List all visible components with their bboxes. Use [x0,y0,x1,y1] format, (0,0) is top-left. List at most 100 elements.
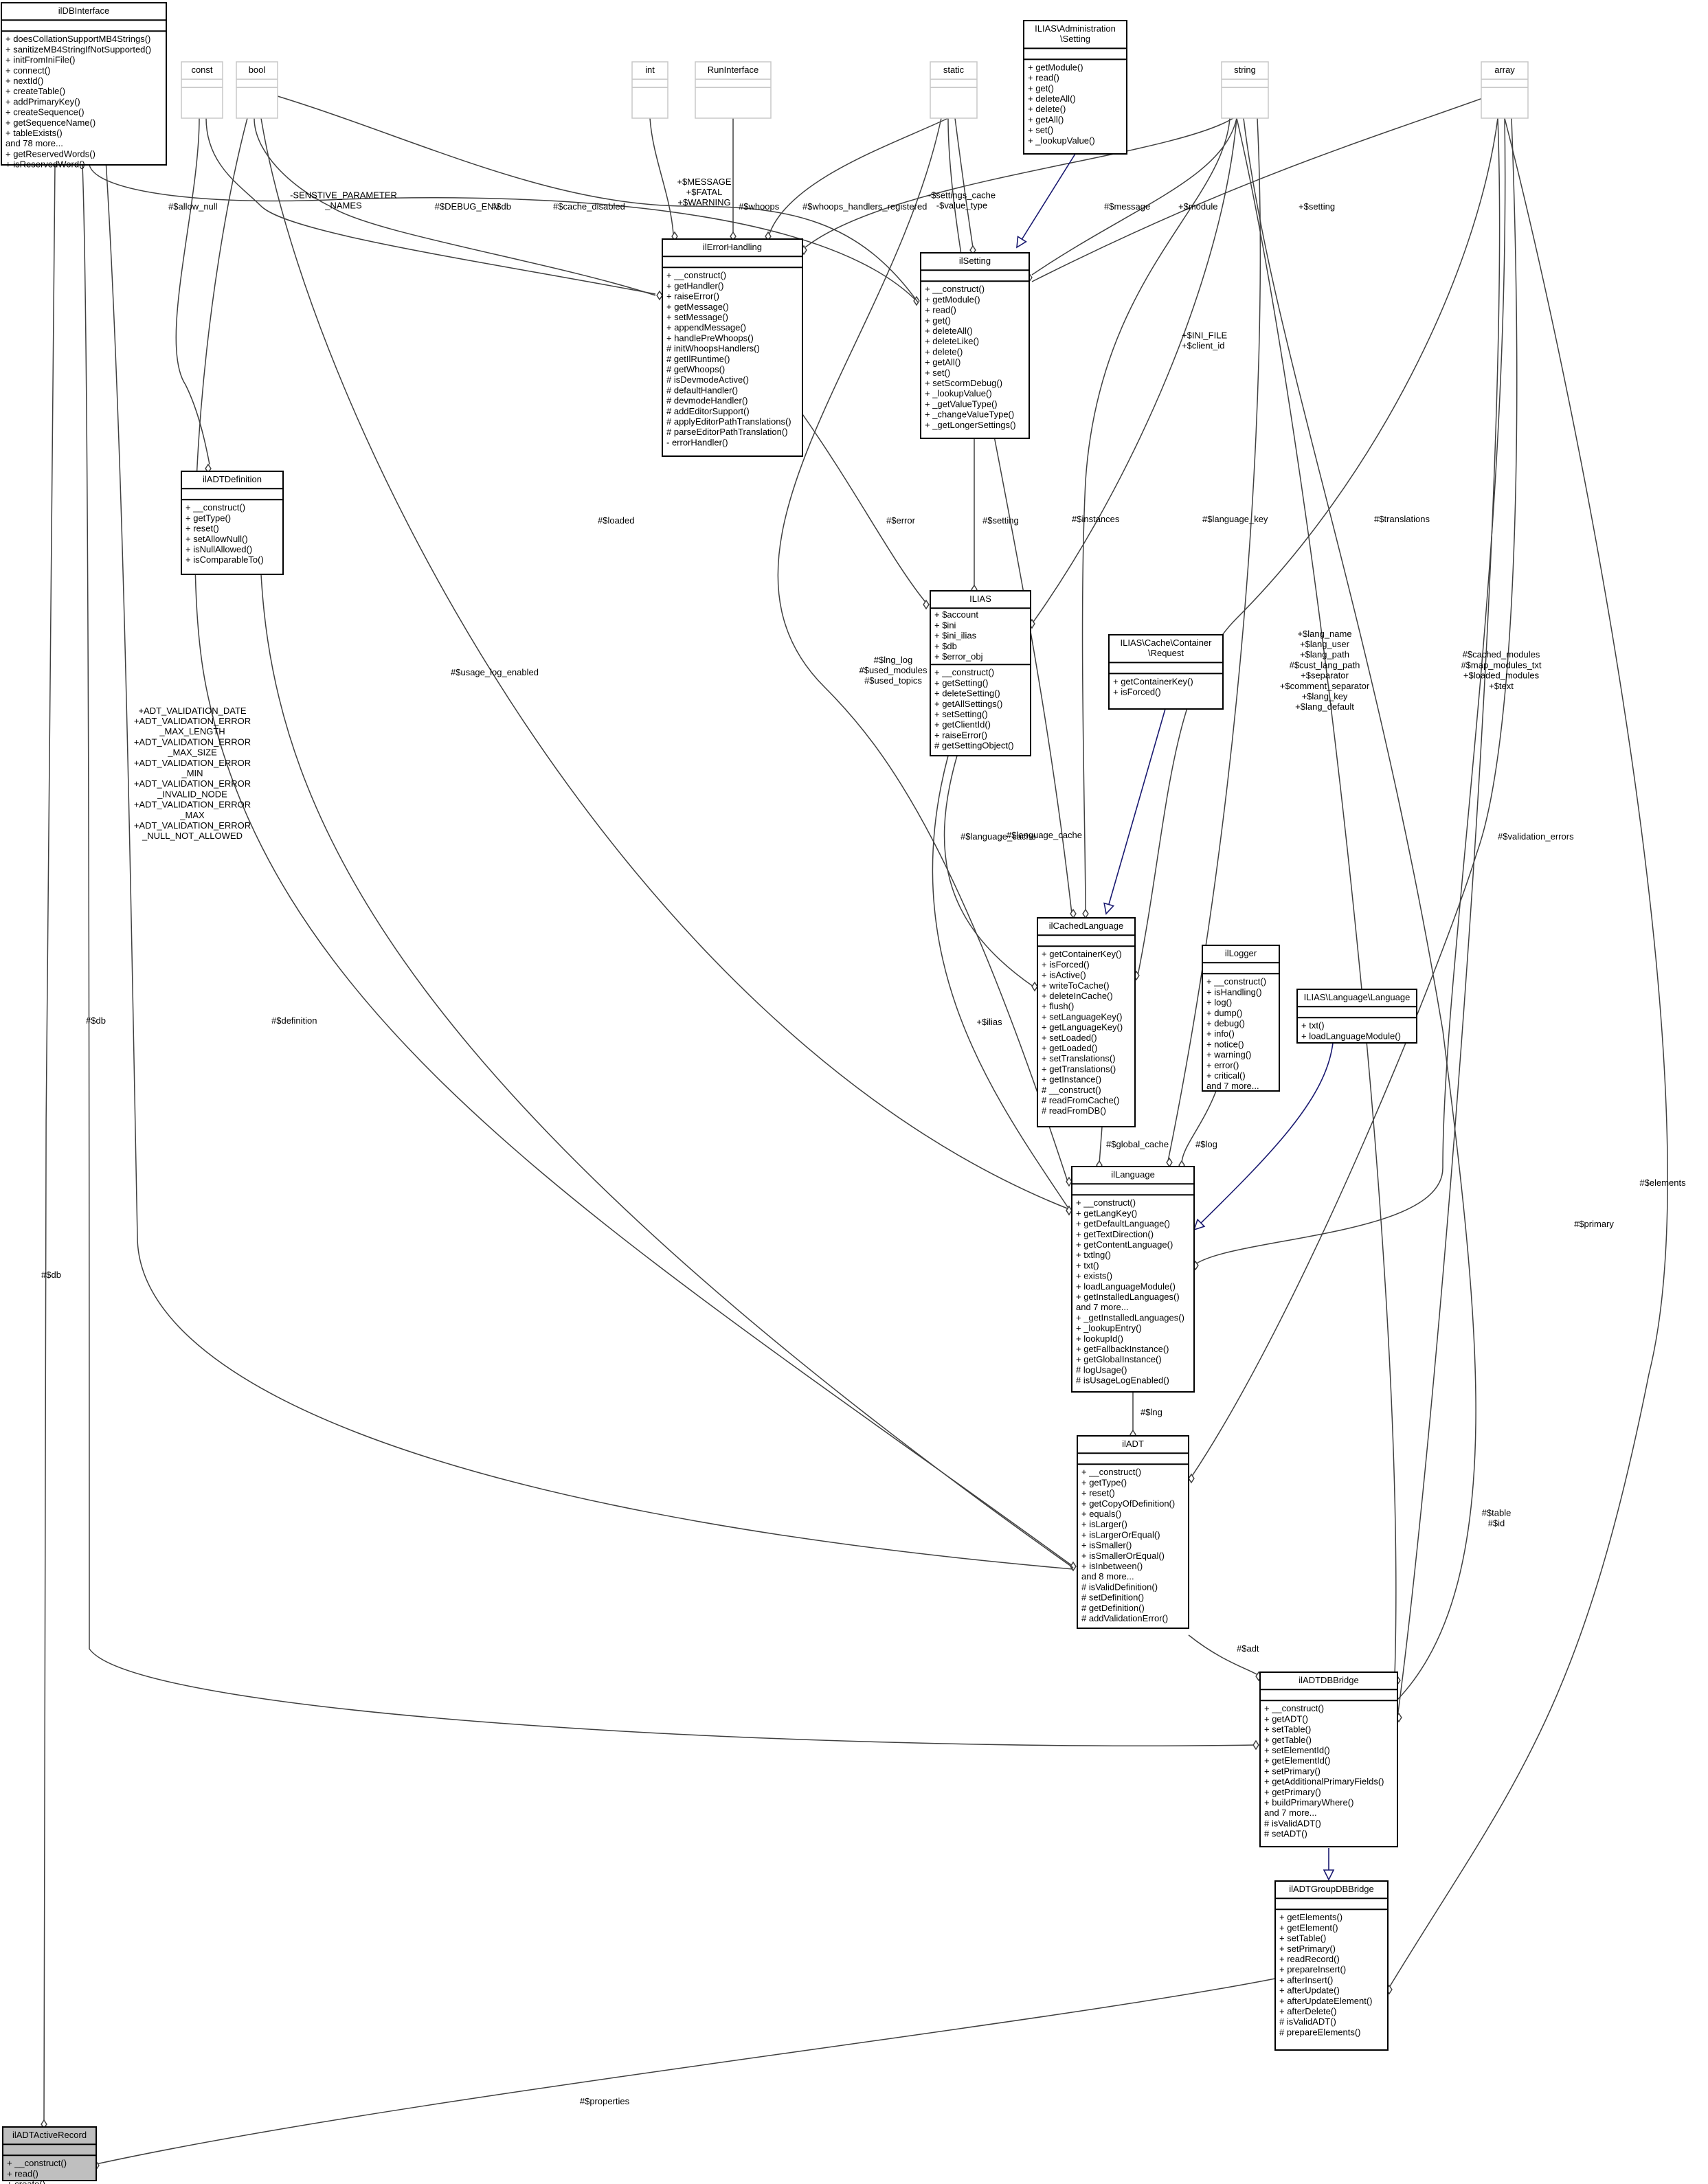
class-method: + raiseError() [666,291,719,302]
class-ildbinterface[interactable]: ilDBInterface+ doesCollationSupportMB4St… [1,2,167,170]
class-ilcachedlanguage[interactable]: ilCachedLanguage+ getContainerKey()+ isF… [1037,917,1136,1127]
class-method: + __construct() [1264,1703,1324,1713]
class-illogger[interactable]: ilLogger+ __construct()+ isHandling()+ l… [1202,945,1280,1092]
class-method: + handlePreWhoops() [666,333,754,343]
class-method: and 7 more... [1076,1302,1129,1312]
class-method: + isComparableTo() [186,554,264,565]
class-method: - errorHandler() [666,437,728,447]
class-box [1108,634,1224,710]
class-box [1,2,167,166]
class-iladt[interactable]: ilADT+ __construct()+ getType()+ reset()… [1077,1435,1189,1629]
aggregation-diamond [1252,1740,1259,1750]
class-string[interactable]: string [1221,61,1269,119]
aggregation-diamond [1066,1205,1072,1216]
class-method: + getInstalledLanguages() [1076,1292,1180,1302]
class-method: + critical() [1206,1070,1246,1081]
class-box [181,61,223,119]
class-method: + getType() [186,513,231,523]
class-method: + isReservedWord() [5,159,85,170]
class-box [1077,1435,1189,1629]
class-method: + setSetting() [934,709,988,719]
class-method: + getTextDirection() [1076,1229,1154,1239]
association-edge [175,117,210,465]
class-iladtdefinition[interactable]: ilADTDefinition + __construct()+ getType(… [181,471,284,575]
class-method: # applyEditorPathTranslations() [666,416,791,427]
class-title: ILIAS [969,594,991,604]
edge-label-sensitive: -SENSTIVE_PARAMETER_NAMES [290,190,397,210]
aggregation-diamond [1070,1561,1077,1572]
class-const[interactable]: const [181,61,223,119]
class-title: static [943,65,965,75]
class-method: # readFromDB() [1042,1105,1106,1116]
class-method: # getDefinition() [1081,1603,1145,1613]
class-method: # devmodeHandler() [666,396,748,406]
class-method: and 78 more... [5,138,63,148]
inheritance-edge [1193,1042,1334,1230]
aggregation-diamond [1031,981,1038,992]
association-edge [649,117,674,234]
edge-label-cache-disabled: #$cache_disabled [553,201,625,212]
class-method: + log() [1206,998,1232,1008]
association-edge [1188,1634,1261,1677]
class-method: + sanitizeMB4StringIfNotSupported() [5,44,151,54]
class-method: + getSetting() [934,677,988,688]
class-iladtgroupdbbridge[interactable]: ilADTGroupDBBridge+ getElements()+ getEl… [1274,1880,1389,2051]
class-method: + loadLanguageModule() [1076,1281,1176,1292]
class-method: + setTable() [1264,1724,1311,1735]
class-ilias[interactable]: ILIAS+ $account+ $ini+ $ini_ilias+ $db+ … [930,590,1031,756]
edge-label-adt: #$adt [1237,1643,1259,1654]
edge-label-loaded: #$loaded [598,515,635,526]
class-method: + notice() [1206,1039,1244,1049]
association-edge [1031,95,1489,282]
edge-labels-layer: -SENSTIVE_PARAMETER_NAMES#$DEBUG_ENV#$al… [41,177,1686,2106]
class-method: + error() [1206,1060,1239,1070]
class-iladtactiverecord[interactable]: ilADTActiveRecord+ __construct()+ read()… [2,2126,97,2184]
association-edge [800,412,928,605]
class-method: + isHandling() [1206,987,1262,997]
class-adminsetting[interactable]: ILIAS\Administration\Setting+ getModule(… [1023,20,1127,155]
class-ilerrorhandling[interactable]: ilErrorHandling+ __construct()+ getHandl… [662,238,803,457]
class-runinterface[interactable]: RunInterface [695,61,772,119]
class-int[interactable]: int [631,61,668,119]
class-method: + getLanguageKey() [1042,1022,1123,1033]
class-method: + isActive() [1042,970,1086,980]
class-box [1202,945,1280,1092]
association-edge [89,164,919,303]
class-title: ilLanguage [1111,1169,1155,1180]
class-iladtdbbridge[interactable]: ilADTDBBridge + __construct()+ getADT()+ … [1259,1671,1398,1847]
class-illanguage[interactable]: ilLanguage+ __construct()+ getLangKey()+… [1071,1166,1195,1393]
class-method: + isSmaller() [1081,1540,1132,1551]
class-title: ilADTDefinition [203,474,262,484]
class-method: + __construct() [186,502,245,513]
class-ilsetting[interactable]: ilSetting+ __construct()+ getModule()+ r… [920,252,1030,439]
association-edge [1195,117,1506,1265]
class-method: # setDefinition() [1081,1592,1144,1603]
class-method: + tableExists() [5,128,63,138]
inheritance-edge [1105,708,1166,914]
class-bool[interactable]: bool [236,61,278,119]
class-method: + afterUpdateElement() [1279,1996,1372,2006]
class-method: + getReservedWords() [5,148,95,159]
class-title: \Setting [1060,34,1090,44]
class-method: + __construct() [1076,1197,1136,1208]
association-edge [1167,117,1261,1162]
class-cacherequest[interactable]: ILIAS\Cache\Container\Request+ getContai… [1108,634,1224,710]
association-edge [254,117,656,296]
class-box [1221,61,1269,119]
class-title: ilADTDBBridge [1299,1675,1358,1685]
inheritance-arrowhead [1193,1218,1206,1231]
association-edge [932,755,1070,1210]
class-method: + getAllSettings() [934,699,1002,709]
class-method: # getWhoops() [666,364,725,374]
class-method: # logUsage() [1076,1364,1127,1375]
class-method: + debug() [1206,1018,1245,1028]
class-languagelanguage[interactable]: ILIAS\Language\Language+ txt()+ loadLang… [1296,989,1417,1044]
class-title: ILIAS\Language\Language [1304,992,1411,1002]
class-method: + read() [925,305,956,315]
aggregation-diamond [1082,908,1089,919]
class-method: + getADT() [1264,1713,1308,1724]
association-edge [805,117,1234,248]
edge-label-instances: #$instances [1072,514,1120,524]
class-array[interactable]: array [1481,61,1529,119]
class-static[interactable]: static [930,61,978,119]
